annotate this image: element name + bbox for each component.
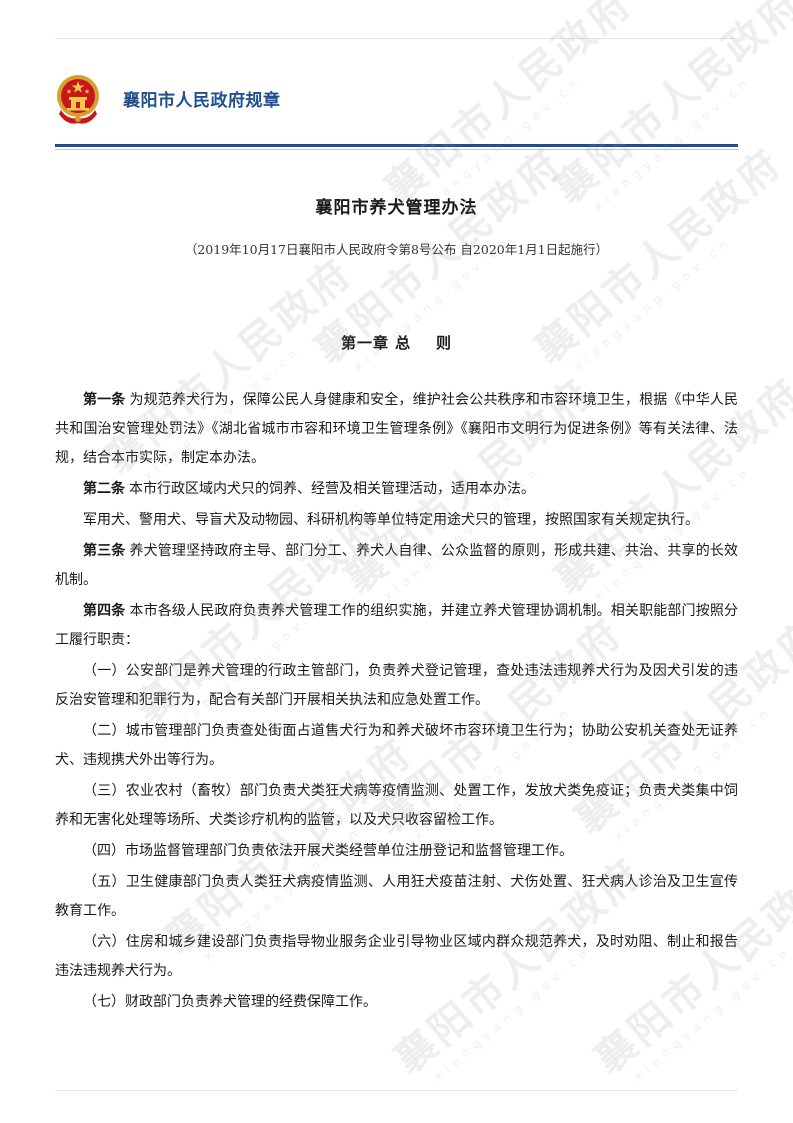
paragraph-text: 养犬管理坚持政府主导、部门分工、养犬人自律、公众监督的原则，形成共建、共治、共享… <box>55 543 738 588</box>
document-body: 第一条为规范养犬行为，保障公民人身健康和安全，维护社会公共秩序和市容环境卫生，根… <box>55 386 738 1017</box>
chapter-heading: 第一章 总 则 <box>340 334 453 352</box>
paragraph: （五）卫生健康部门负责人类狂犬病疫情监测、人用狂犬疫苗注射、犬伤处置、狂犬病人诊… <box>55 868 738 926</box>
footer-rule <box>55 1090 738 1091</box>
paragraph: 第三条养犬管理坚持政府主导、部门分工、养犬人自律、公众监督的原则，形成共建、共治… <box>55 537 738 595</box>
header-rule <box>55 144 738 147</box>
paragraph-text: （二）城市管理部门负责查处街面占道售犬行为和养犬破坏市容环境卫生行为；协助公安机… <box>55 723 738 768</box>
article-number: 第三条 <box>83 543 126 559</box>
article-number: 第一条 <box>83 392 126 408</box>
paragraph-text: 军用犬、警用犬、导盲犬及动物园、科研机构等单位特定用途犬只的管理，按照国家有关规… <box>83 512 699 528</box>
paragraph: 第一条为规范养犬行为，保障公民人身健康和安全，维护社会公共秩序和市容环境卫生，根… <box>55 386 738 473</box>
watermark-text: 襄阳市人民政府 <box>545 0 793 213</box>
paragraph-text: 本市各级人民政府负责养犬管理工作的组织实施，并建立养犬管理协调机制。相关职能部门… <box>55 603 738 648</box>
article-number: 第二条 <box>83 481 125 497</box>
header-top-line <box>55 38 738 39</box>
paragraph: （四）市场监督管理部门负责依法开展犬类经营单位注册登记和监督管理工作。 <box>55 837 738 866</box>
header-title: 襄阳市人民政府规章 <box>123 91 281 111</box>
paragraph-text: （六）住房和城乡建设部门负责指导物业服务企业引导物业区域内群众规范养犬，及时劝阻… <box>55 934 738 979</box>
paragraph-text: 本市行政区域内犬只的饲养、经营及相关管理活动，适用本办法。 <box>129 481 535 497</box>
paragraph-text: （七）财政部门负责养犬管理的经费保障工作。 <box>83 994 377 1010</box>
document-title: 襄阳市养犬管理办法 <box>315 198 478 218</box>
header-rule-thin <box>55 149 738 150</box>
paragraph-text: （三）农业农村（畜牧）部门负责犬类狂犬病等疫情监测、处置工作，发放犬类免疫证；负… <box>55 783 738 828</box>
paragraph: （二）城市管理部门负责查处街面占道售犬行为和养犬破坏市容环境卫生行为；协助公安机… <box>55 717 738 775</box>
paragraph-text: （四）市场监督管理部门负责依法开展犬类经营单位注册登记和监督管理工作。 <box>83 843 573 859</box>
paragraph-text: （五）卫生健康部门负责人类狂犬病疫情监测、人用狂犬疫苗注射、犬伤处置、狂犬病人诊… <box>55 874 738 919</box>
paragraph: （一）公安部门是养犬管理的行政主管部门，负责养犬登记管理，查处违法违规养犬行为及… <box>55 657 738 715</box>
paragraph: （七）财政部门负责养犬管理的经费保障工作。 <box>55 988 738 1017</box>
watermark-subtext: xiangyang.gov.cn <box>591 73 755 214</box>
paragraph: 第四条本市各级人民政府负责养犬管理工作的组织实施，并建立养犬管理协调机制。相关职… <box>55 597 738 655</box>
document-subtitle: （2019年10月17日襄阳市人民政府令第8号公布 自2020年1月1日起施行） <box>184 242 609 257</box>
watermark-subtext: xiangyang.gov.cn <box>421 73 585 214</box>
watermark-text: 襄阳市人民政府 <box>375 0 642 213</box>
paragraph: （六）住房和城乡建设部门负责指导物业服务企业引导物业区域内群众规范养犬，及时劝阻… <box>55 928 738 986</box>
article-number: 第四条 <box>83 603 126 619</box>
national-emblem-icon <box>57 75 99 124</box>
paragraph-text: 为规范养犬行为，保障公民人身健康和安全，维护社会公共秩序和市容环境卫生，根据《中… <box>55 392 738 466</box>
paragraph-text: （一）公安部门是养犬管理的行政主管部门，负责养犬登记管理，查处违法违规养犬行为及… <box>55 663 738 708</box>
paragraph: 军用犬、警用犬、导盲犬及动物园、科研机构等单位特定用途犬只的管理，按照国家有关规… <box>55 506 738 535</box>
paragraph: （三）农业农村（畜牧）部门负责犬类狂犬病等疫情监测、处置工作，发放犬类免疫证；负… <box>55 777 738 835</box>
paragraph: 第二条本市行政区域内犬只的饲养、经营及相关管理活动，适用本办法。 <box>55 475 738 504</box>
